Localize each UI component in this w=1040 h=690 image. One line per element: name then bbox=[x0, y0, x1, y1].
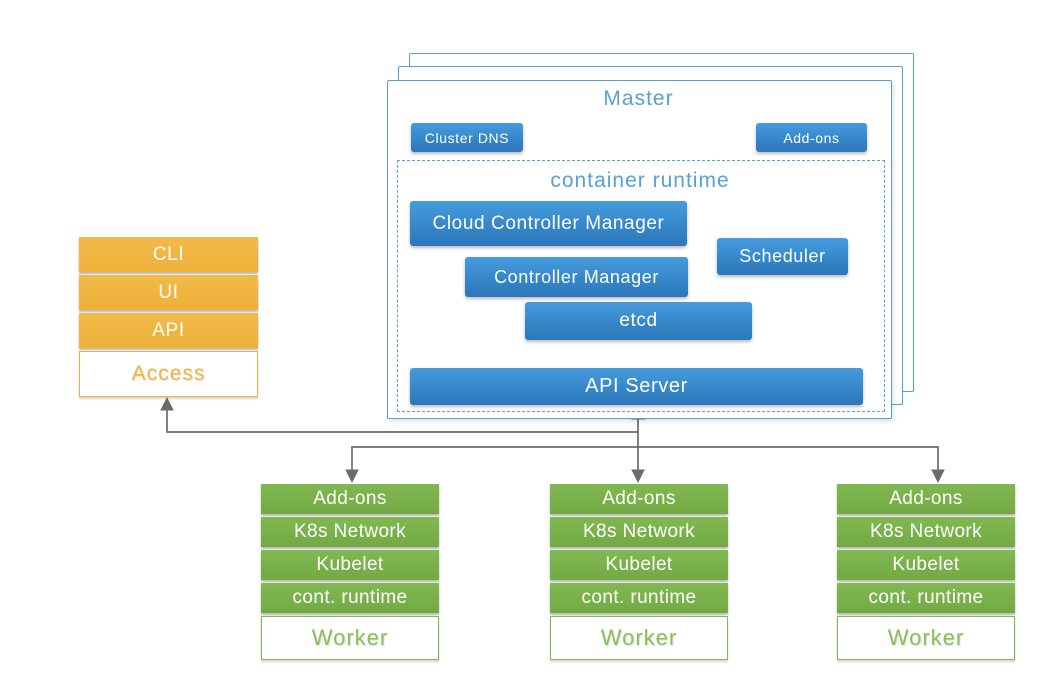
worker-row-kubelet: Kubelet bbox=[837, 550, 1015, 580]
worker-stack-3: Add-ons K8s Network Kubelet cont. runtim… bbox=[837, 484, 1015, 660]
master-title: Master bbox=[603, 87, 674, 110]
access-label: Access bbox=[79, 351, 258, 397]
arrow-api-worker-left-right bbox=[345, 446, 945, 484]
cluster-dns-box: Cluster DNS bbox=[411, 123, 523, 152]
scheduler-box: Scheduler bbox=[717, 238, 848, 275]
access-row-cli: CLI bbox=[79, 237, 258, 272]
worker-row-cont-runtime: cont. runtime bbox=[261, 583, 439, 613]
worker-row-addons: Add-ons bbox=[261, 484, 439, 514]
worker-row-addons: Add-ons bbox=[837, 484, 1015, 514]
controller-manager-box: Controller Manager bbox=[465, 257, 688, 297]
worker-label: Worker bbox=[550, 616, 728, 660]
container-runtime-title: container runtime bbox=[550, 169, 730, 192]
worker-row-k8s-network: K8s Network bbox=[550, 517, 728, 547]
master-addons-box: Add-ons bbox=[756, 123, 867, 152]
worker-row-k8s-network: K8s Network bbox=[261, 517, 439, 547]
api-server-box: API Server bbox=[410, 368, 863, 405]
worker-row-k8s-network: K8s Network bbox=[837, 517, 1015, 547]
worker-label: Worker bbox=[837, 616, 1015, 660]
etcd-box: etcd bbox=[525, 302, 752, 340]
worker-row-kubelet: Kubelet bbox=[261, 550, 439, 580]
access-row-api: API bbox=[79, 313, 258, 348]
worker-label: Worker bbox=[261, 616, 439, 660]
access-row-ui: UI bbox=[79, 275, 258, 310]
worker-stack-2: Add-ons K8s Network Kubelet cont. runtim… bbox=[550, 484, 728, 660]
worker-row-addons: Add-ons bbox=[550, 484, 728, 514]
worker-row-cont-runtime: cont. runtime bbox=[550, 583, 728, 613]
worker-row-cont-runtime: cont. runtime bbox=[837, 583, 1015, 613]
cloud-controller-manager-box: Cloud Controller Manager bbox=[410, 201, 687, 246]
container-runtime-region bbox=[397, 160, 885, 412]
access-stack: CLI UI API Access bbox=[79, 237, 258, 397]
worker-stack-1: Add-ons K8s Network Kubelet cont. runtim… bbox=[261, 484, 439, 660]
worker-row-kubelet: Kubelet bbox=[550, 550, 728, 580]
